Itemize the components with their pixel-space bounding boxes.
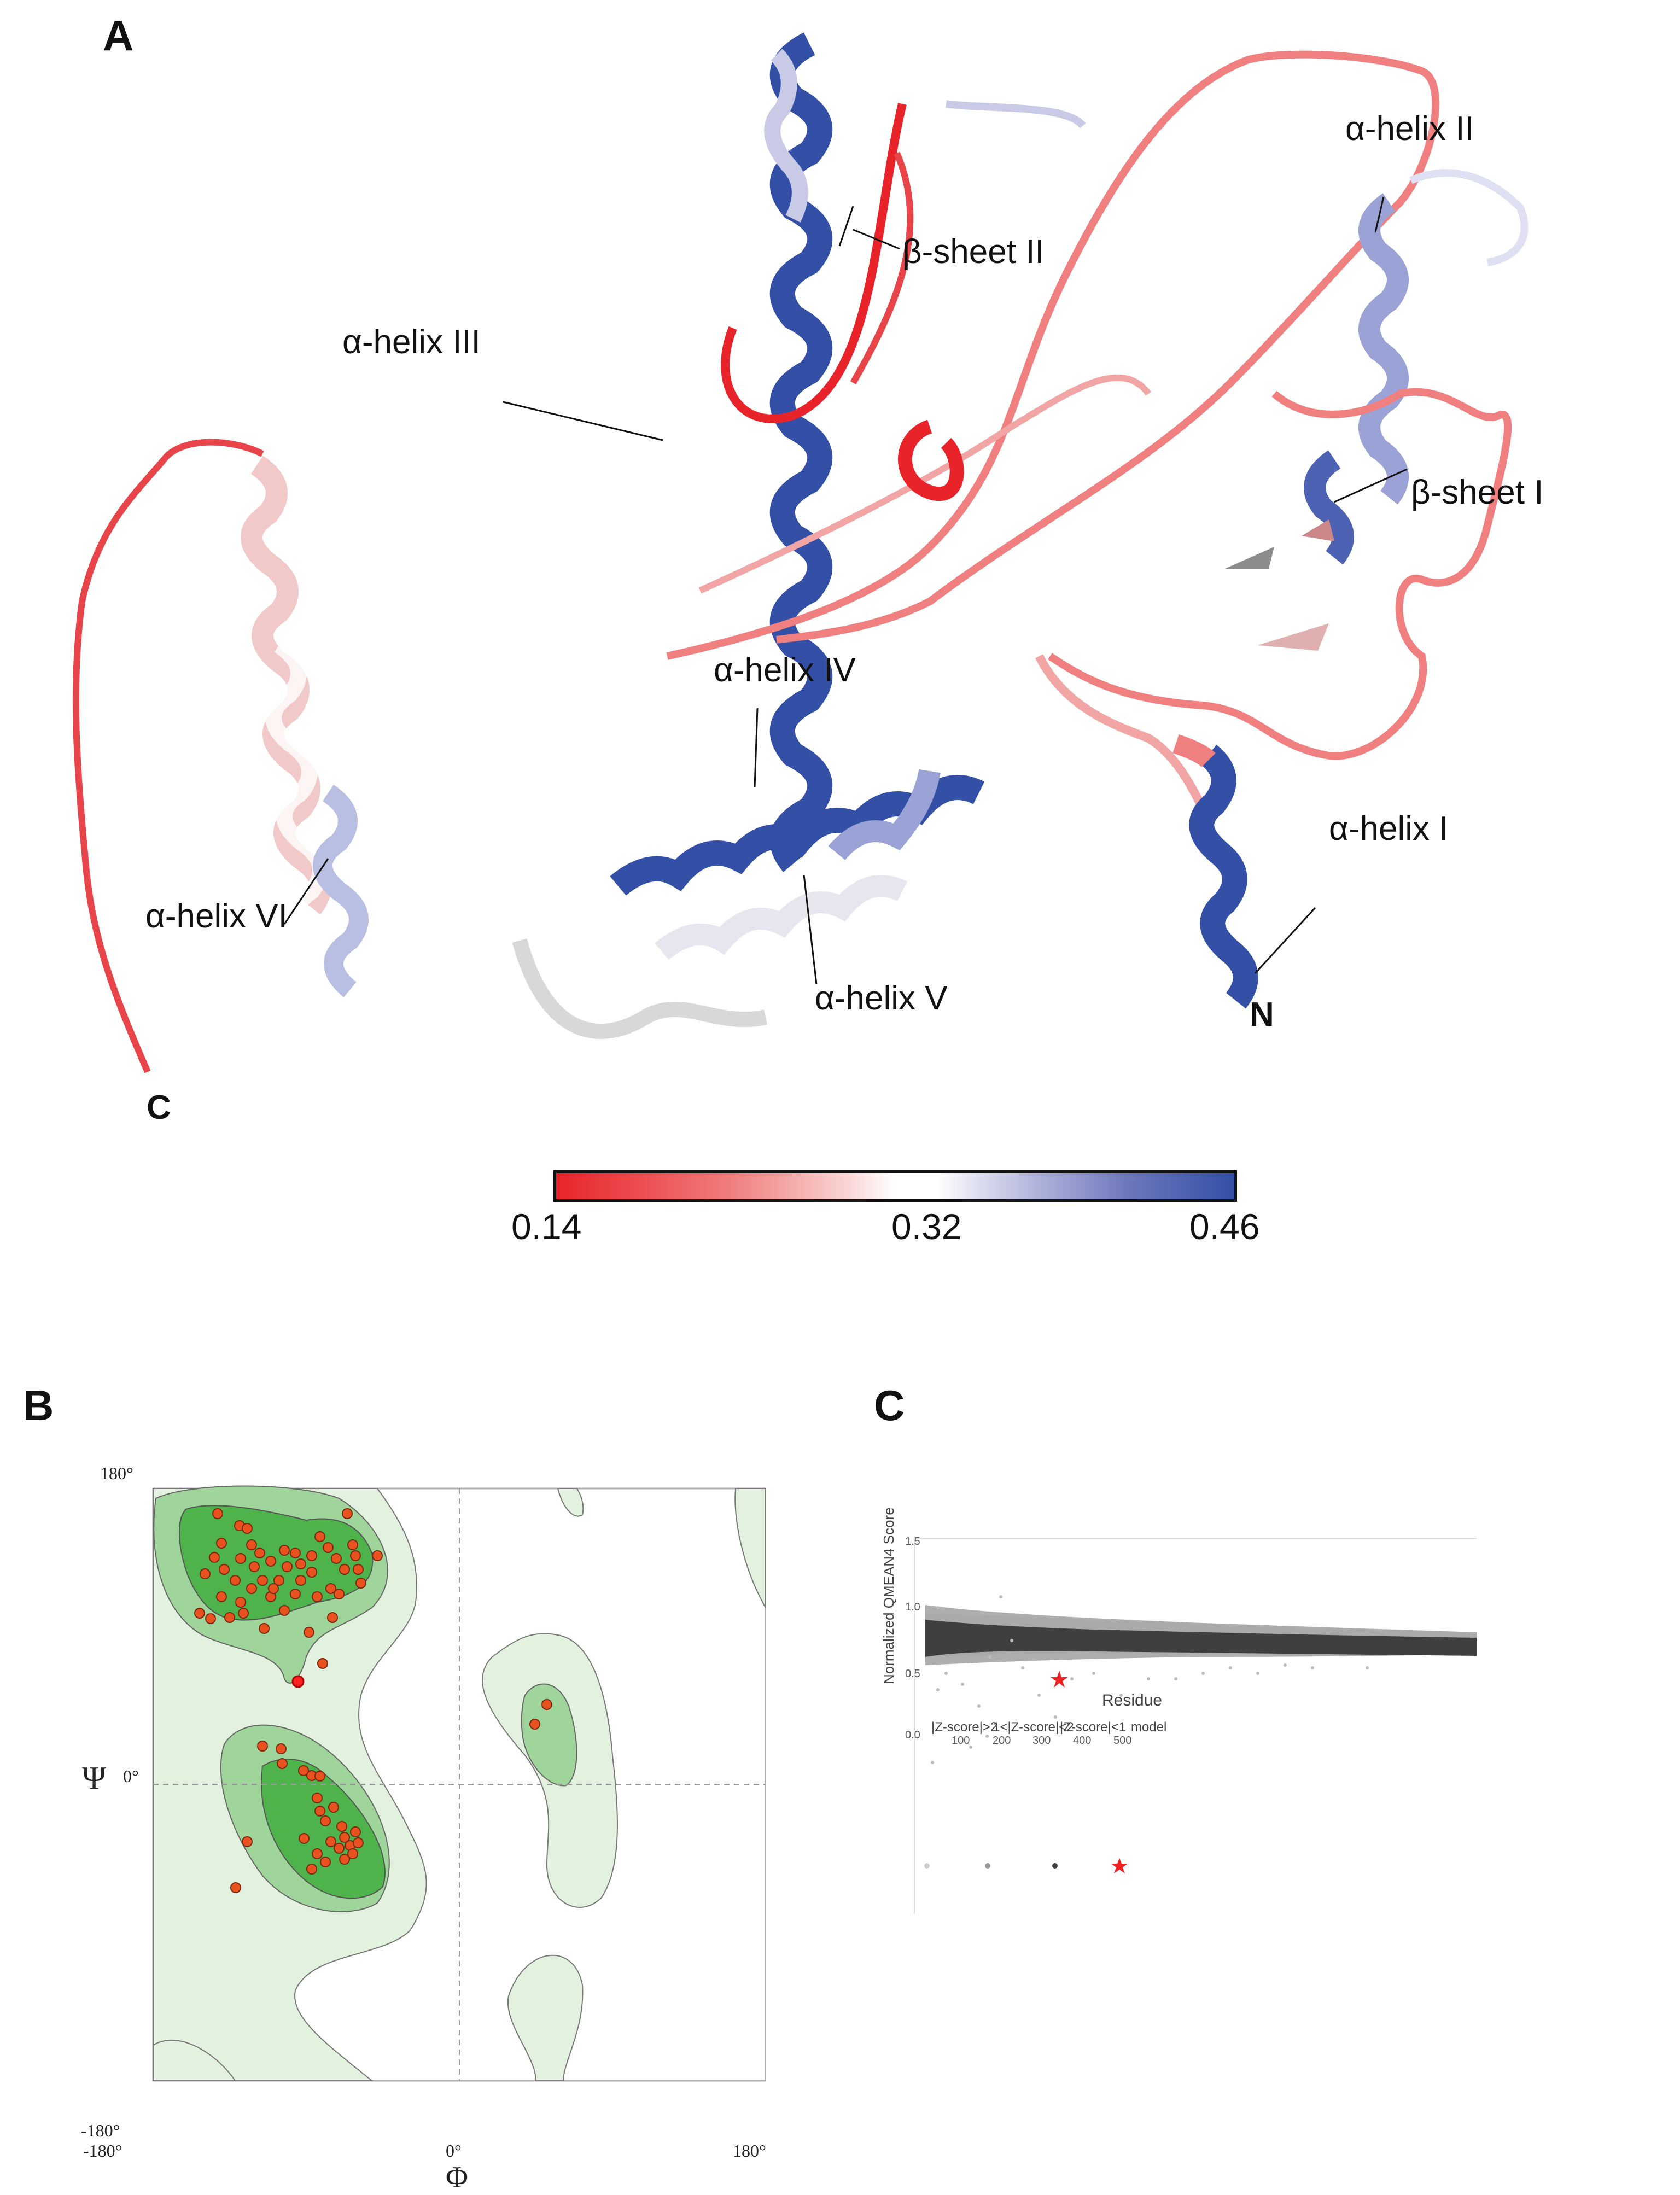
qmean-xtick-400: 400: [1073, 1735, 1092, 1747]
panel-label-a: A: [103, 11, 134, 60]
ramachandran-plot: [152, 1485, 766, 2082]
label-helix-i: α-helix I: [1329, 810, 1449, 848]
qmean-ytick-1.0: 1.0: [905, 1601, 920, 1613]
colorbar-min-label: 0.14: [511, 1206, 582, 1247]
qmean-ytick-0.0: 0.0: [905, 1729, 920, 1741]
rama-xlabel: Φ: [446, 2161, 468, 2194]
legend-mid-z: 1<|Z-score|<2: [993, 1720, 1074, 1735]
protein-structure-ribbon: [72, 32, 1529, 1073]
rama-ylabel: Ψ: [82, 1760, 107, 1796]
rama-xtick-neg180: -180°: [83, 2141, 122, 2161]
label-n-terminus: N: [1250, 996, 1274, 1034]
qmean-xtick-300: 300: [1032, 1735, 1051, 1747]
outlier-residue: [291, 1675, 305, 1688]
rama-xtick-180: 180°: [733, 2141, 766, 2161]
colorbar-mid-label: 0.32: [891, 1206, 962, 1247]
qmean-xtick-200: 200: [993, 1735, 1011, 1747]
rama-ytick-neg180: -180°: [81, 2121, 120, 2140]
helix-vi-ribbon: [241, 456, 369, 997]
helix-iii-ribbon: [764, 32, 833, 872]
helix-ii-ribbon: [1304, 169, 1529, 565]
label-helix-iv: α-helix IV: [714, 651, 856, 689]
helix-iv-v-ribbon: [610, 769, 985, 960]
label-helix-vi: α-helix VI: [145, 897, 288, 935]
qmean-ytick-0.5: 0.5: [905, 1668, 920, 1680]
colorbar-max-label: 0.46: [1189, 1206, 1260, 1247]
qmean-plot: [914, 1538, 1477, 1914]
rama-ytick-180: 180°: [100, 1463, 133, 1483]
qmean-xtick-100: 100: [952, 1735, 970, 1747]
model-star-marker: [1051, 1671, 1068, 1688]
qmean-ytick-1.5: 1.5: [905, 1536, 920, 1548]
label-helix-v: α-helix V: [815, 979, 948, 1017]
legend-model: model: [1131, 1720, 1167, 1735]
label-sheet-ii: β-sheet II: [902, 233, 1045, 271]
qmean-ylabel: Normalized QMEAN4 Score: [880, 1507, 897, 1684]
label-sheet-i: β-sheet I: [1411, 474, 1544, 511]
qmean-xlabel: Residue: [1102, 1691, 1163, 1709]
legend-high-z: |Z-score|>2: [931, 1720, 998, 1735]
rama-xtick-0: 0°: [446, 2141, 462, 2161]
leader-lines: [283, 196, 1408, 985]
label-c-terminus: C: [147, 1089, 171, 1126]
rama-ytick-0: 0°: [123, 1766, 139, 1786]
label-helix-iii: α-helix III: [342, 323, 481, 361]
colorbar: [553, 1170, 1237, 1202]
helix-i-ribbon: [1172, 734, 1258, 1009]
label-helix-ii: α-helix II: [1345, 110, 1474, 148]
panel-label-b: B: [23, 1381, 54, 1429]
panel-label-c: C: [874, 1381, 905, 1429]
qmean-xtick-500: 500: [1113, 1735, 1132, 1747]
legend-low-z: |Z-score|<1: [1060, 1720, 1127, 1735]
